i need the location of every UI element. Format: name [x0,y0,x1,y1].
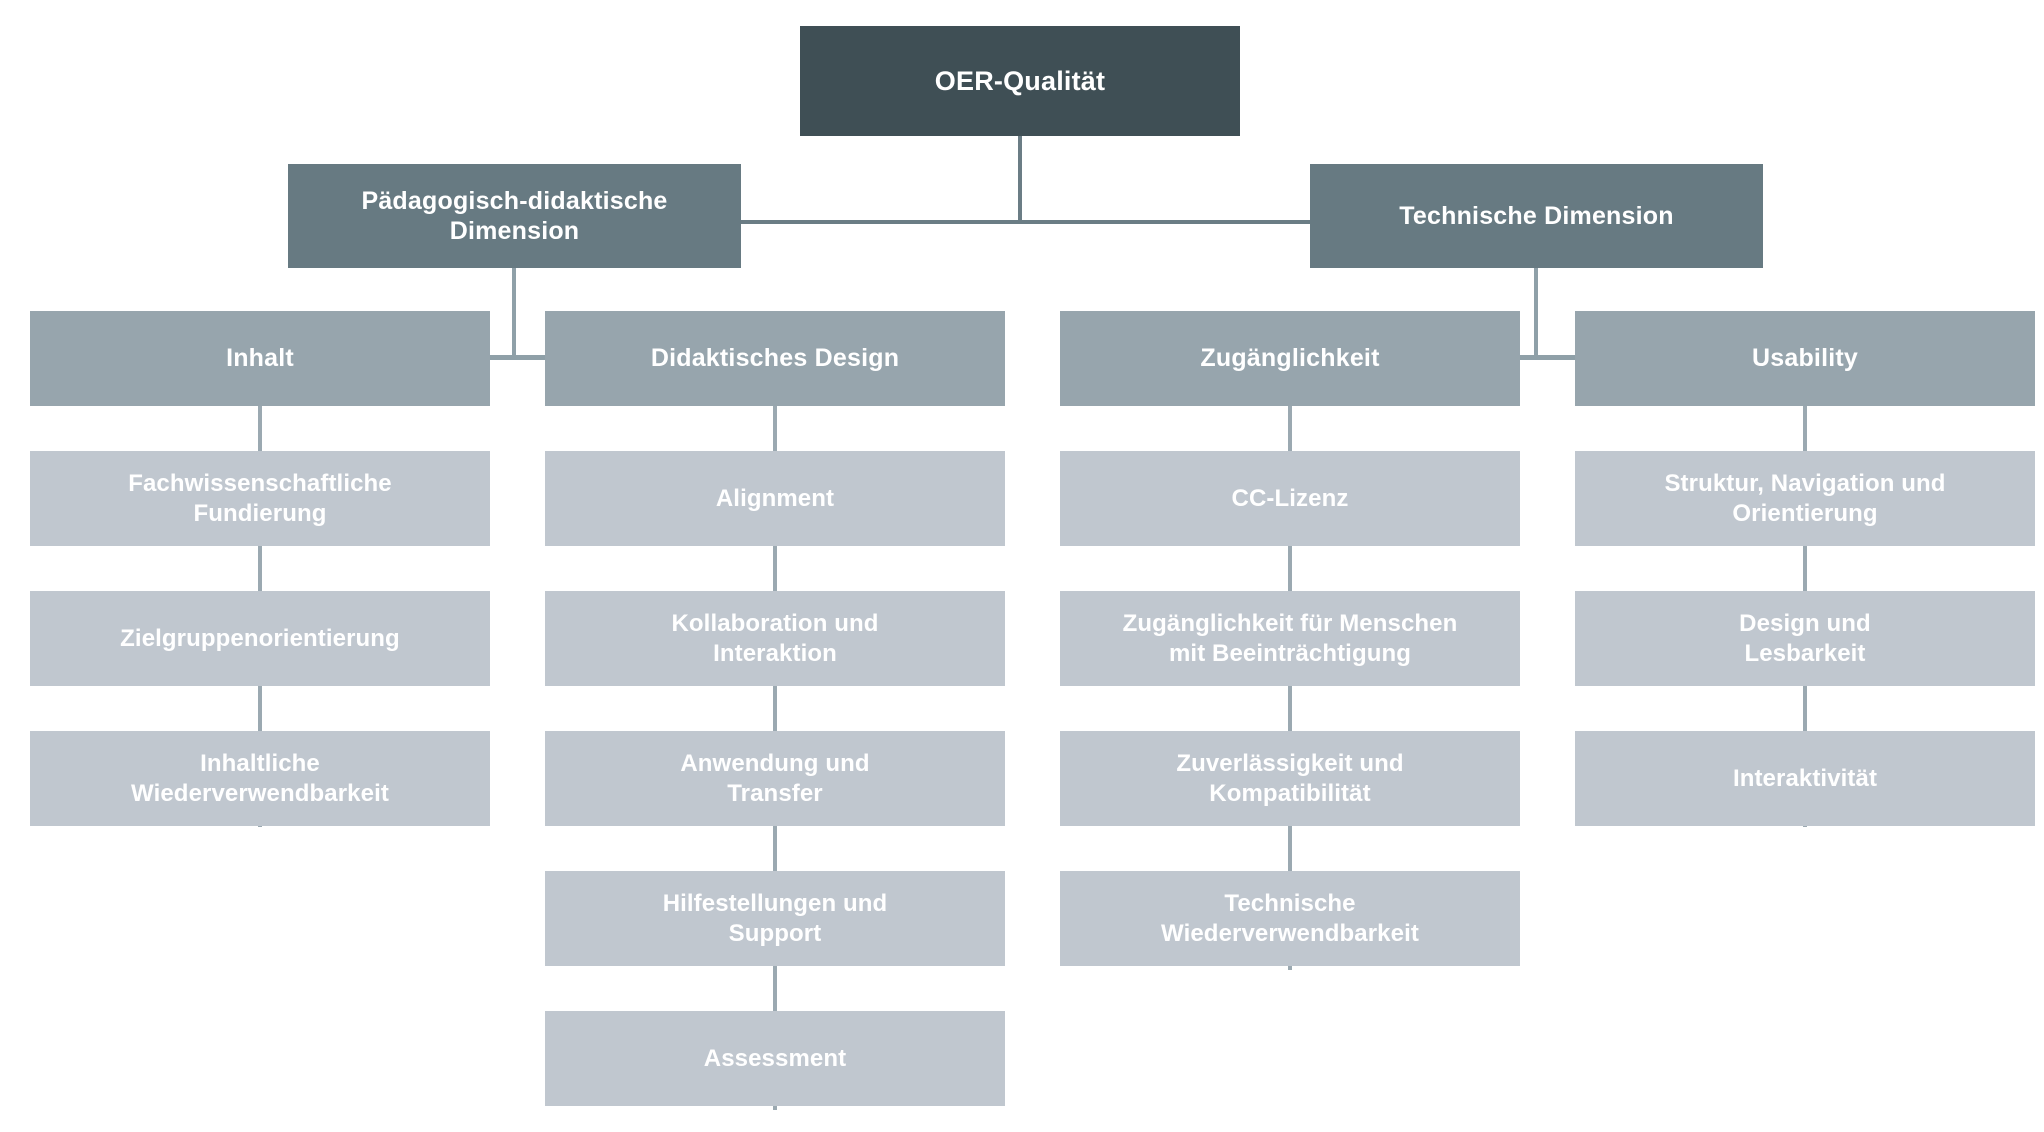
leaf-assessment[interactable]: Assessment [545,1011,1005,1106]
leaf-label: Inhaltliche Wiederverwendbarkeit [131,750,389,807]
leaf-label: Assessment [703,1044,847,1072]
leaf-design-und-lesbarkeit[interactable]: Design und Lesbarkeit [1575,591,2035,686]
leaf-label: Kollaboration und Interaktion [671,610,879,667]
leaf-kollaboration-und-interaktion[interactable]: Kollaboration und Interaktion [545,591,1005,686]
node-category-usability[interactable]: Usability [1575,311,2035,406]
connector-dimension-horizontal [508,220,1538,224]
node-category-label: Usability [1752,344,1858,373]
leaf-inhaltliche-wiederverwendbarkeit[interactable]: Inhaltliche Wiederverwendbarkeit [30,731,490,826]
leaf-label: Technische Wiederverwendbarkeit [1161,890,1419,947]
node-dimension-label: Pädagogisch-didaktische Dimension [361,186,668,246]
leaf-interaktivitaet[interactable]: Interaktivität [1575,731,2035,826]
leaf-zielgruppenorientierung[interactable]: Zielgruppenorientierung [30,591,490,686]
node-dimension-technische[interactable]: Technische Dimension [1310,164,1763,268]
leaf-zuverlaessigkeit-und-kompatibilitaet[interactable]: Zuverlässigkeit und Kompatibilität [1060,731,1520,826]
connector-column-2-spine [773,315,777,1110]
leaf-anwendung-und-transfer[interactable]: Anwendung und Transfer [545,731,1005,826]
leaf-technische-wiederverwendbarkeit[interactable]: Technische Wiederverwendbarkeit [1060,871,1520,966]
leaf-label: Design und Lesbarkeit [1739,610,1871,667]
leaf-label: Fachwissenschaftliche Fundierung [128,470,392,527]
leaf-label: Hilfestellungen und Support [662,890,888,947]
leaf-label: Struktur, Navigation und Orientierung [1664,470,1946,527]
node-category-label: Didaktisches Design [650,344,900,373]
connector-technical-category-horizontal [1455,355,1615,360]
leaf-zugaenglichkeit-fuer-menschen-mit-beeintraechtigung[interactable]: Zugänglichkeit für Menschen mit Beeinträ… [1060,591,1520,686]
leaf-label: Interaktivität [1732,764,1878,792]
leaf-label: Anwendung und Transfer [680,750,870,807]
node-category-didaktisches-design[interactable]: Didaktisches Design [545,311,1005,406]
leaf-label: CC-Lizenz [1231,484,1349,512]
connector-column-4-spine [1803,315,1807,827]
connector-technical-vertical [1534,268,1538,359]
leaf-label: Zielgruppenorientierung [120,624,400,652]
connector-column-1-spine [258,315,262,827]
connector-pedagogical-category-horizontal [432,355,592,360]
node-category-label: Inhalt [226,344,294,373]
leaf-struktur-navigation-und-orientierung[interactable]: Struktur, Navigation und Orientierung [1575,451,2035,546]
node-category-inhalt[interactable]: Inhalt [30,311,490,406]
connector-pedagogical-vertical [512,268,516,359]
node-dimension-label: Technische Dimension [1399,201,1674,230]
node-root-oer-qualitaet[interactable]: OER-Qualität [800,26,1240,136]
leaf-label: Alignment [715,484,835,512]
node-category-zugaenglichkeit[interactable]: Zugänglichkeit [1060,311,1520,406]
leaf-hilfestellungen-und-support[interactable]: Hilfestellungen und Support [545,871,1005,966]
leaf-cc-lizenz[interactable]: CC-Lizenz [1060,451,1520,546]
leaf-alignment[interactable]: Alignment [545,451,1005,546]
leaf-fachwissenschaftliche-fundierung[interactable]: Fachwissenschaftliche Fundierung [30,451,490,546]
leaf-label: Zuverlässigkeit und Kompatibilität [1176,750,1404,807]
leaf-label: Zugänglichkeit für Menschen mit Beeinträ… [1122,610,1458,667]
connector-root-vertical [1018,136,1022,223]
node-category-label: Zugänglichkeit [1200,344,1380,373]
node-root-label: OER-Qualität [934,65,1106,96]
node-dimension-paedagogisch-didaktische[interactable]: Pädagogisch-didaktische Dimension [288,164,741,268]
